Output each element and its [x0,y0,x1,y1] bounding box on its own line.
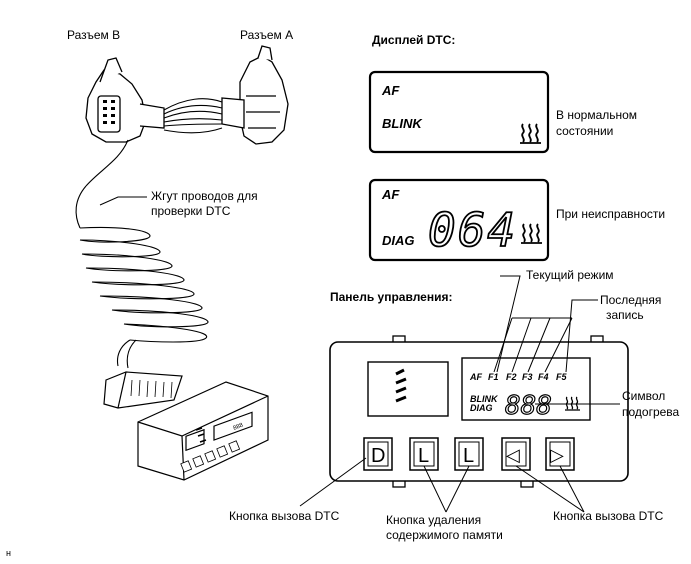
button-right-label: ▷ [550,445,564,465]
last-record-label-line1: Последняя [600,293,662,307]
current-mode-label: Текущий режим [526,268,614,282]
mode-f3: F3 [522,372,533,382]
leader-lines [299,275,620,513]
clear-memory-label-line1: Кнопка удаления [386,513,482,527]
display-normal-status: BLINK [382,116,423,131]
connector-a [221,45,289,145]
dtc-display-title: Дисплей DTC: [372,33,456,47]
heat-icon [520,123,541,144]
display-fault-code: 064 [428,203,517,257]
dtc-call-button-right-label: Кнопка вызова DTC [553,509,664,523]
connector-b [85,57,165,143]
panel-digits: 888 [505,391,552,421]
mode-f2: F2 [506,372,517,382]
display-fault-mode: AF [381,187,400,202]
heat-icon [521,223,542,244]
dtc-call-button-left-label: Кнопка вызова DTC [229,509,340,523]
control-panel-title: Панель управления: [330,290,453,304]
mode-f4: F4 [538,372,549,382]
button-l1-label: L [418,445,429,467]
normal-label-line2: состоянии [556,124,614,138]
harness-leader [99,196,147,206]
panel-buttons [363,437,575,471]
normal-label-line1: В нормальном [556,108,638,122]
display-fault: AF DIAG 064 [368,178,550,262]
panel-status-diag: DIAG [470,403,493,413]
heat-icon [565,396,580,411]
corner-mark: н [6,548,11,558]
small-unit-digits: 888 [233,422,245,432]
panel-status-blink: BLINK [470,394,499,404]
heat-symbol-label-line2: подогрева [622,405,680,419]
heat-symbol-label-line1: Символ [622,389,666,403]
button-l2-label: L [463,445,474,467]
small-connector [103,371,183,409]
clear-memory-label-line2: содержимого памяти [386,528,503,542]
small-control-unit: D L L ◁ ▷ 888 [137,381,269,481]
display-normal-mode: AF [381,83,400,98]
button-left-label: ◁ [506,445,520,465]
last-record-label-line2: запись [606,308,644,322]
panel-logo [395,368,407,403]
harness-label-line2: проверки DTC [151,204,231,218]
panel-lcd: AF F1 F2 F3 F4 F5 BLINK DIAG 888 [469,372,580,422]
connector-a-label: Разъем A [240,28,294,42]
display-normal: AF BLINK [368,70,550,154]
coiled-cord [75,185,209,369]
button-d-label: D [371,445,385,467]
harness-label-line1: Жгут проводов для [151,189,258,203]
mode-af: AF [469,372,482,382]
display-fault-status: DIAG [382,233,415,248]
mode-f1: F1 [488,372,499,382]
fault-label: При неисправности [556,207,666,221]
connector-b-label: Разъем B [67,28,121,42]
mode-f5: F5 [556,372,567,382]
harness-wires [85,98,223,187]
